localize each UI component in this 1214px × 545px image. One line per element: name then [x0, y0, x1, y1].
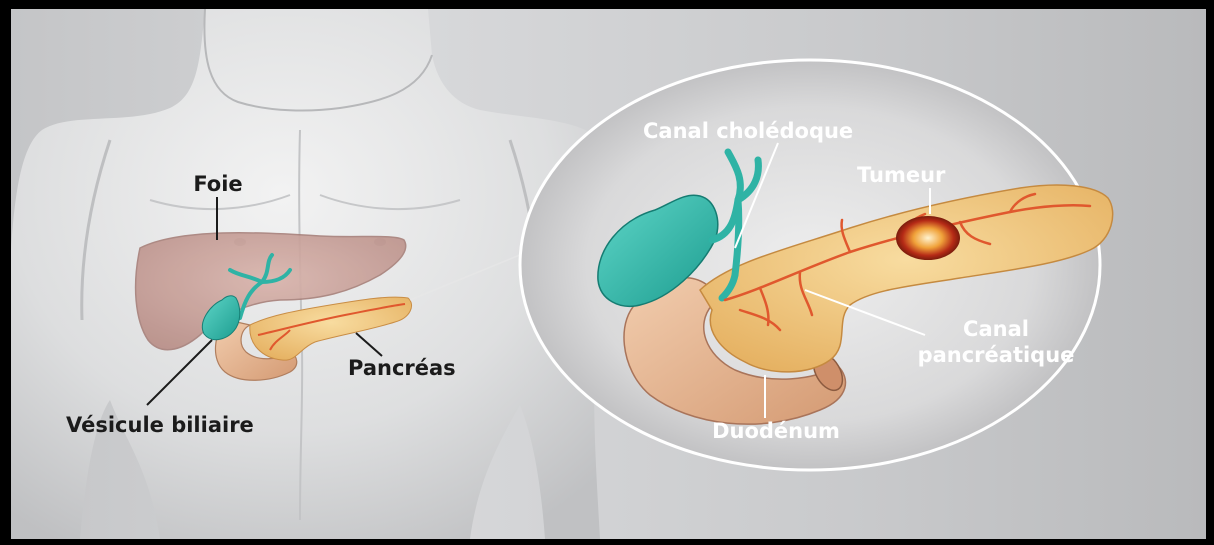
label-pancreas: Pancréas	[348, 356, 456, 380]
label-canal: Canal	[963, 317, 1029, 341]
label-duodenum: Duodénum	[712, 419, 840, 443]
label-pancreatique: pancréatique	[918, 343, 1075, 367]
label-tumeur: Tumeur	[857, 163, 946, 187]
label-canal-choledoque: Canal cholédoque	[643, 119, 853, 143]
tumor	[896, 216, 960, 260]
label-vesicule-biliaire: Vésicule biliaire	[66, 413, 254, 437]
label-foie: Foie	[193, 172, 242, 196]
